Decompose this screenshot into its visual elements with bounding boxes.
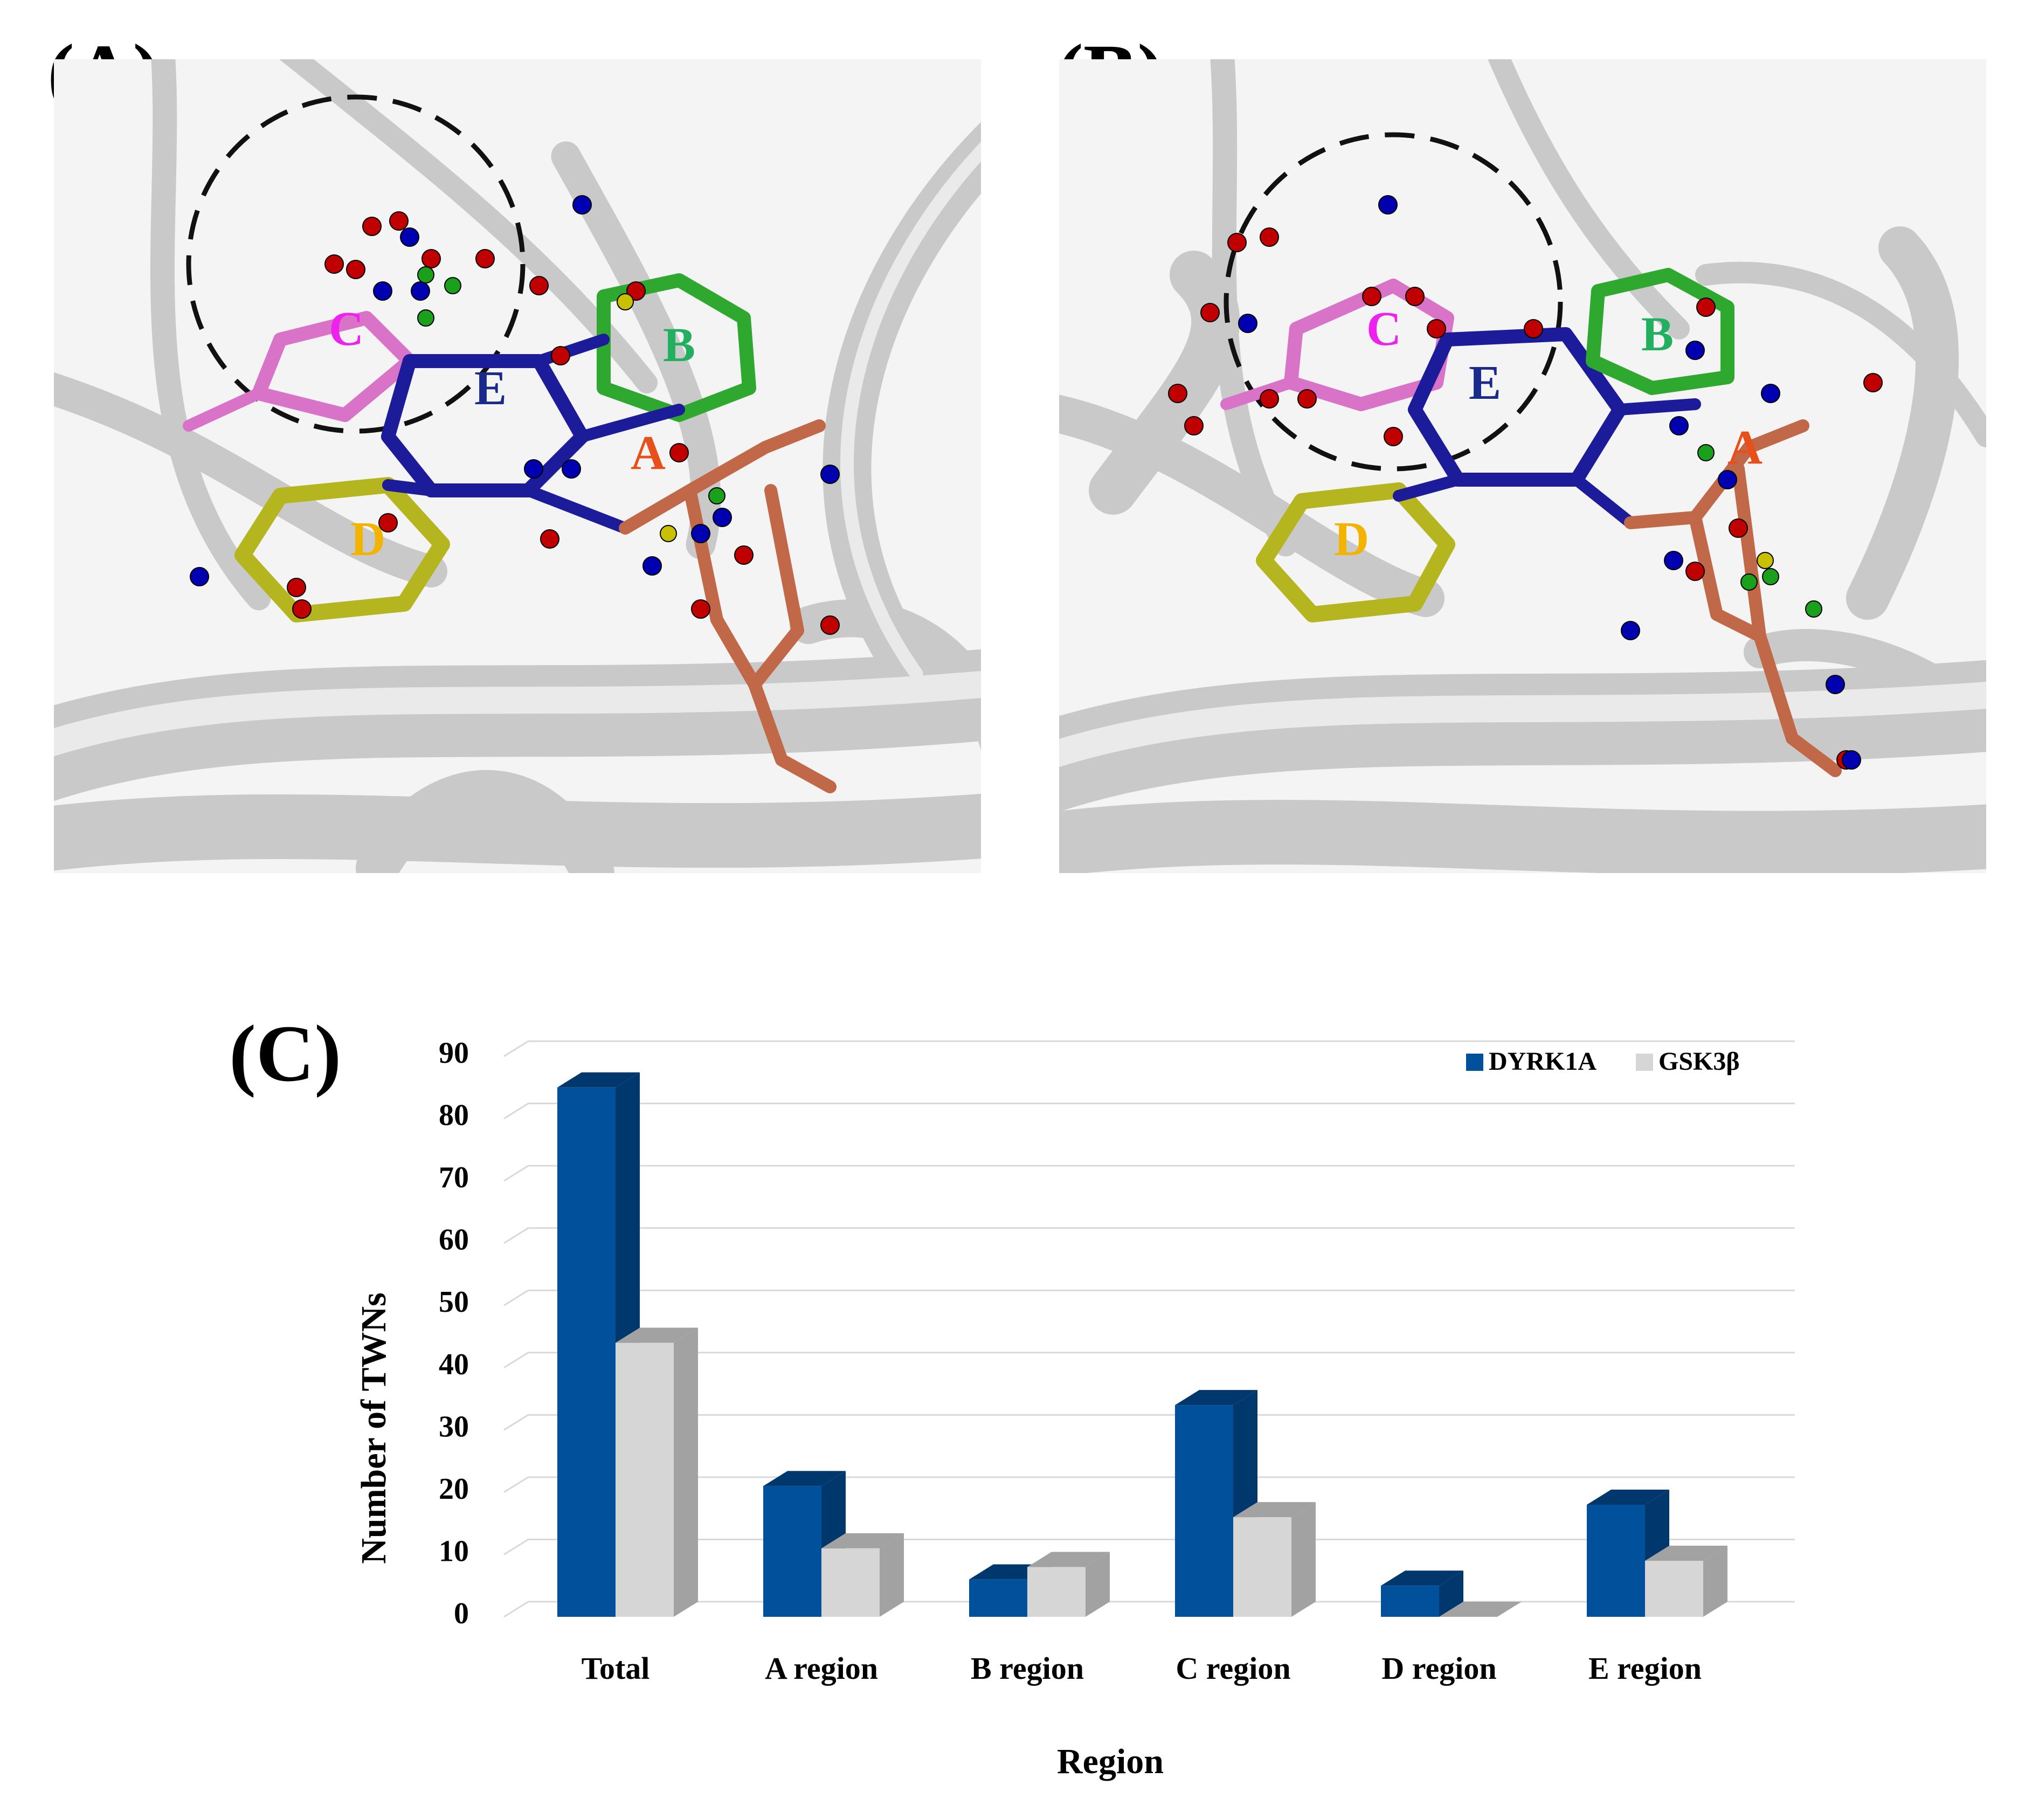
legend-swatch-0 <box>1466 1054 1483 1071</box>
x-axis-ticks: Total A region B region C region D region E r… <box>582 1651 1702 1686</box>
bar-dyrk1a-total <box>557 1072 640 1617</box>
x-tick-label-0: Total <box>582 1651 650 1686</box>
dashed-circle-a <box>186 94 526 434</box>
y-axis-label: Number of TWNs <box>354 1292 393 1564</box>
chart-gridlines <box>503 1040 1795 1618</box>
x-axis-label: Region <box>1057 1742 1164 1781</box>
panel-label-c: (C) <box>229 1009 342 1098</box>
x-tick-label-2: B region <box>971 1651 1084 1686</box>
gridline-10 <box>503 1538 1795 1555</box>
ring-label-d-b: D <box>1334 513 1369 566</box>
legend-swatch-1 <box>1636 1054 1653 1071</box>
ring-a-bond-a <box>619 419 837 793</box>
water-molecules-b <box>1168 195 1883 770</box>
y-tick-label-60: 60 <box>439 1223 469 1257</box>
y-tick-label-20: 20 <box>439 1472 469 1506</box>
bar-gsk3β-a-region <box>821 1533 904 1617</box>
x-tick-label-5: E region <box>1588 1651 1702 1686</box>
bar-dyrk1a-d-region <box>1381 1570 1463 1617</box>
bar-gsk3β-d-region <box>1439 1602 1522 1617</box>
ring-label-b-b: B <box>1641 308 1674 361</box>
gridline-80 <box>503 1103 1795 1119</box>
gridline-60 <box>503 1227 1795 1244</box>
gridline-50 <box>503 1289 1795 1306</box>
ring-label-c-b: C <box>1366 302 1401 356</box>
y-tick-label-70: 70 <box>439 1161 469 1194</box>
y-tick-label-80: 80 <box>439 1099 469 1132</box>
bar-gsk3β-e-region <box>1645 1546 1727 1617</box>
ring-label-e-a: E <box>474 362 507 415</box>
y-tick-label-30: 30 <box>439 1410 469 1443</box>
ring-label-a-b: A <box>1727 421 1763 474</box>
gridline-30 <box>503 1414 1795 1431</box>
bar-gsk3β-c-region <box>1233 1502 1316 1617</box>
gridline-0 <box>503 1601 1795 1618</box>
gridline-90 <box>503 1040 1795 1057</box>
y-axis-ticks: 0 10 20 30 40 50 60 70 80 90 <box>439 1036 469 1630</box>
chart-bars <box>557 1072 1727 1617</box>
y-tick-label-90: 90 <box>439 1036 469 1070</box>
ring-label-c-a: C <box>329 302 364 356</box>
x-tick-label-4: D region <box>1381 1651 1496 1686</box>
bar-gsk3β-b-region <box>1027 1552 1110 1617</box>
bar-chart-c: 0 10 20 30 40 50 60 70 80 90 Total A region B regio… <box>354 1036 1795 1781</box>
y-tick-label-40: 40 <box>439 1348 469 1381</box>
x-tick-label-3: C region <box>1176 1651 1290 1686</box>
y-tick-label-10: 10 <box>439 1534 469 1568</box>
structure-image-b: C B E A D <box>1059 59 1986 873</box>
bar-gsk3β-total <box>616 1327 698 1617</box>
y-tick-label-50: 50 <box>439 1285 469 1319</box>
gridline-40 <box>503 1352 1795 1369</box>
legend-label-1: GSK3β <box>1658 1047 1740 1076</box>
ring-b-bond-b <box>1586 268 1734 395</box>
ring-label-e-b: E <box>1469 356 1501 410</box>
structure-svg-b: C B E A D <box>1059 59 1986 873</box>
ring-b-bond-a <box>597 273 756 422</box>
chart-legend: DYRK1A GSK3β <box>1466 1047 1740 1076</box>
x-tick-label-1: A region <box>765 1651 878 1686</box>
water-molecules-a <box>190 195 840 635</box>
gridline-70 <box>503 1165 1795 1182</box>
structure-svg-a: C B E A D <box>54 59 981 873</box>
ring-label-d-a: D <box>350 513 385 566</box>
ring-c-bond-a <box>252 311 417 422</box>
ring-label-b-a: B <box>663 319 695 372</box>
gridline-20 <box>503 1476 1795 1493</box>
y-tick-label-0: 0 <box>454 1597 469 1630</box>
dashed-circle-b <box>1224 132 1563 472</box>
legend-label-0: DYRK1A <box>1489 1047 1596 1076</box>
structure-image-a: C B E A D <box>54 59 981 873</box>
ring-label-a-a: A <box>631 426 666 480</box>
